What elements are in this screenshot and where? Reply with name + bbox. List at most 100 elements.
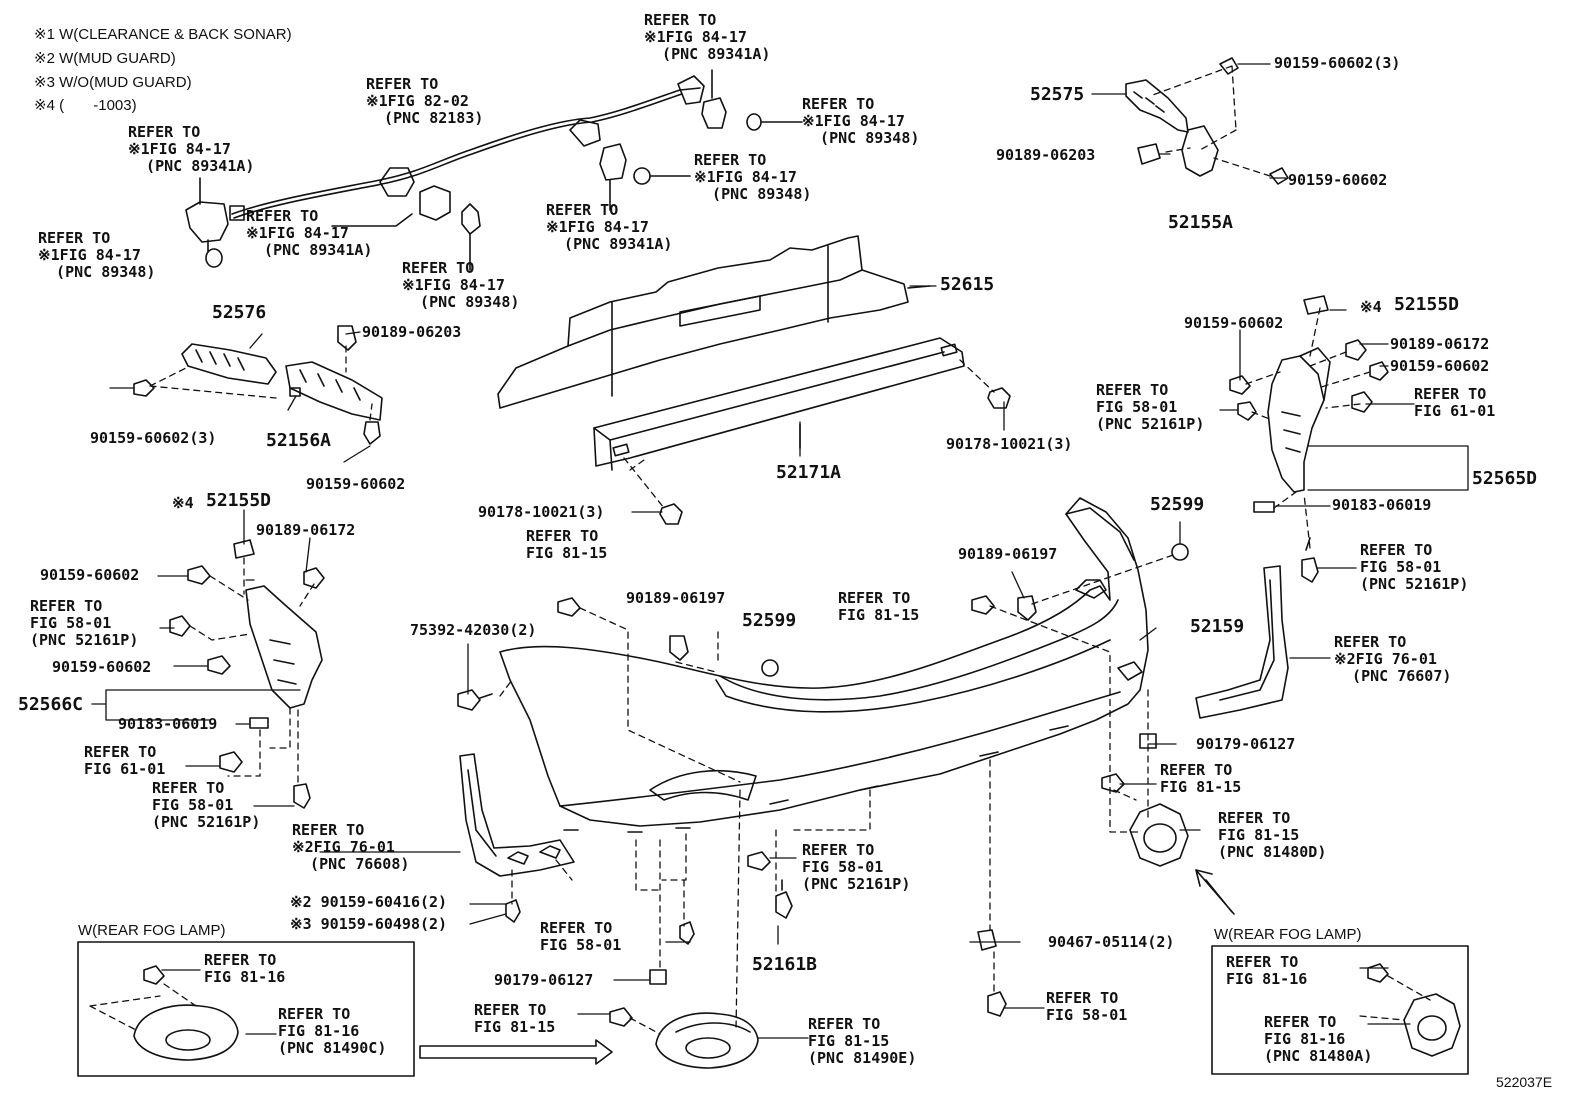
fastener-90179-06127-r[interactable]: 90179-06127 [1196, 735, 1296, 753]
fastener-90189-06172-r[interactable]: 90189-06172 [1390, 335, 1490, 353]
fastener-90189-06197-c[interactable]: 90189-06197 [626, 589, 726, 607]
bracket-52565D [1267, 347, 1331, 493]
fastener-90467-05114[interactable]: 90467-05114(2) [1048, 933, 1175, 951]
leader-lines [91, 63, 1469, 1039]
ref-81-16-r1[interactable]: REFER TO FIG 81-16 [1226, 953, 1308, 988]
fastener-90183-06019-r[interactable]: 90183-06019 [1332, 496, 1432, 514]
ref-81-15-c3[interactable]: REFER TO FIG 81-15 [474, 1001, 556, 1036]
ref-52161P-l1[interactable]: REFER TO FIG 58-01 (PNC 52161P) [30, 597, 139, 649]
part-52155A[interactable]: 52155A [1168, 212, 1234, 233]
fastener-90178-10021-3-r[interactable]: 90178-10021(3) [946, 435, 1073, 453]
ref-81-15-r1[interactable]: REFER TO FIG 81-15 [1160, 761, 1242, 796]
part-52155D-r[interactable]: 52155D [1394, 294, 1460, 315]
fastener-90159-60602-l3[interactable]: 90159-60602 [52, 658, 152, 676]
inset-right-title: W(REAR FOG LAMP) [1214, 926, 1362, 943]
ref-58-01-c[interactable]: REFER TO FIG 58-01 [540, 919, 622, 954]
ref-76607[interactable]: REFER TO ※2FIG 76-01 (PNC 76607) [1334, 633, 1452, 685]
part-52156A[interactable]: 52156A [266, 430, 332, 451]
part-52161B[interactable]: 52161B [752, 954, 818, 975]
ref-81-15-c2[interactable]: REFER TO FIG 81-15 [838, 589, 920, 624]
fastener-90159-60602-l[interactable]: 90159-60602 [306, 475, 406, 493]
ref-61-01-r[interactable]: REFER TO FIG 61-01 [1414, 385, 1496, 420]
fastener-90189-06203-l[interactable]: 90189-06203 [362, 323, 462, 341]
fastener-90183-06019-l[interactable]: 90183-06019 [118, 715, 218, 733]
sonar-sensor-2 [461, 203, 481, 271]
ref-89341A-c[interactable]: REFER TO ※1FIG 84-17 (PNC 89341A) [546, 201, 673, 253]
ref-82183[interactable]: REFER TO ※1FIG 82-02 (PNC 82183) [366, 75, 484, 127]
ref-81-16-l1[interactable]: REFER TO FIG 81-16 [204, 951, 286, 986]
dash-lines-l-bracket [189, 557, 315, 783]
fastener-90159-60602-r1[interactable]: 90159-60602 [1184, 314, 1284, 332]
ref-89348-top[interactable]: REFER TO ※1FIG 84-17 (PNC 89348) [802, 95, 920, 147]
part-52615[interactable]: 52615 [940, 274, 995, 295]
fastener-90189-06172-l[interactable]: 90189-06172 [256, 521, 356, 539]
bolt-90159-60602-l1 [133, 379, 155, 397]
bolt-81-15-r2 [1101, 773, 1125, 793]
part-52155D-l[interactable]: 52155D [206, 490, 272, 511]
part-52576[interactable]: 52576 [212, 302, 267, 323]
clip-52155D-r [1303, 295, 1329, 315]
note-3: ※3 W/O(MUD GUARD) [34, 74, 192, 91]
bracket-52575 [1125, 79, 1189, 133]
ref-52161P-r2[interactable]: REFER TO FIG 58-01 (PNC 52161P) [1360, 541, 1469, 593]
ref-52161P-c[interactable]: REFER TO FIG 58-01 (PNC 52161P) [802, 841, 911, 893]
ref-89341A-m[interactable]: REFER TO ※1FIG 84-17 (PNC 89341A) [246, 207, 373, 259]
clip-90189-06197-c [669, 635, 689, 661]
ref-81490C[interactable]: REFER TO FIG 81-16 (PNC 81490C) [278, 1005, 387, 1057]
ref-89348-l[interactable]: REFER TO ※1FIG 84-17 (PNC 89348) [38, 229, 156, 281]
fastener-90159-60498[interactable]: ※3 90159-60498(2) [290, 915, 448, 933]
part-52171A[interactable]: 52171A [776, 462, 842, 483]
fastener-90159-60602-tr[interactable]: 90159-60602 [1288, 171, 1388, 189]
fastener-90159-60602-l2[interactable]: 90159-60602 [40, 566, 140, 584]
ref-61-01-l[interactable]: REFER TO FIG 61-01 [84, 743, 166, 778]
sonar-sensor-4 [746, 113, 803, 131]
clip-90189-06203-tr [1137, 143, 1161, 165]
ref-81480A[interactable]: REFER TO FIG 81-16 (PNC 81480A) [1264, 1013, 1373, 1065]
dash-lines-reinforcement [623, 359, 995, 509]
ref-76608[interactable]: REFER TO ※2FIG 76-01 (PNC 76608) [292, 821, 410, 873]
mud-guard-76608 [459, 753, 575, 877]
ref-81-15-c1[interactable]: REFER TO FIG 81-15 [526, 527, 608, 562]
mark-4-l: ※4 [172, 494, 194, 512]
part-52599-r[interactable]: 52599 [1150, 494, 1205, 515]
bolt-90159-60602-l-lower [363, 421, 381, 445]
bracket-52156A [285, 361, 383, 421]
inset-left-rear-fog-lamp [77, 941, 415, 1077]
ref-81480D[interactable]: REFER TO FIG 81-15 (PNC 81480D) [1218, 809, 1327, 861]
ref-52161P-r1[interactable]: REFER TO FIG 58-01 (PNC 52161P) [1096, 381, 1205, 433]
fastener-90189-06197-r[interactable]: 90189-06197 [958, 545, 1058, 563]
ref-89348-c[interactable]: REFER TO ※1FIG 84-17 (PNC 89348) [694, 151, 812, 203]
mud-guard-76607 [1195, 565, 1289, 719]
part-52566C[interactable]: 52566C [18, 694, 84, 715]
fastener-90178-10021-3-c[interactable]: 90178-10021(3) [478, 503, 605, 521]
fastener-90159-60602-r2[interactable]: 90159-60602 [1390, 357, 1490, 375]
fastener-90159-60602-3-tr[interactable]: 90159-60602(3) [1274, 54, 1401, 72]
ref-89348-m[interactable]: REFER TO ※1FIG 84-17 (PNC 89348) [402, 259, 520, 311]
part-52565D[interactable]: 52565D [1472, 468, 1538, 489]
part-52159[interactable]: 52159 [1190, 616, 1245, 637]
bracket-52566C [245, 585, 323, 709]
ref-89341A-top[interactable]: REFER TO ※1FIG 84-17 (PNC 89341A) [644, 11, 771, 63]
inset-right-rear-fog-lamp [1211, 945, 1469, 1075]
ref-58-01-b[interactable]: REFER TO FIG 58-01 [1046, 989, 1128, 1024]
bolt-90159-60602-r2 [1369, 361, 1389, 381]
bolt-90159-60602-l3 [207, 655, 231, 675]
clip-52161P-c [747, 851, 771, 871]
fastener-90159-60602-3-l[interactable]: 90159-60602(3) [90, 429, 217, 447]
part-52599-c[interactable]: 52599 [742, 610, 797, 631]
part-52575[interactable]: 52575 [1030, 84, 1085, 105]
ref-89341A-l[interactable]: REFER TO ※1FIG 84-17 (PNC 89341A) [128, 123, 255, 175]
clip-61-01-r [1351, 391, 1373, 413]
clip-52161P-l [293, 783, 311, 809]
fastener-90189-06203-tr[interactable]: 90189-06203 [996, 146, 1096, 164]
sonar-connector-1 [185, 177, 229, 243]
fastener-90179-06127-c[interactable]: 90179-06127 [494, 971, 594, 989]
ref-81490E[interactable]: REFER TO FIG 81-15 (PNC 81490E) [808, 1015, 917, 1067]
bolt-90159-60602-l2 [187, 565, 211, 585]
bolt-90159-60602-tr1 [1219, 57, 1239, 75]
ref-52161P-l2[interactable]: REFER TO FIG 58-01 (PNC 52161P) [152, 779, 261, 831]
fastener-90159-60416[interactable]: ※2 90159-60416(2) [290, 893, 448, 911]
nut-90183-06019-r [1253, 501, 1275, 513]
fastener-75392-42030[interactable]: 75392-42030(2) [410, 621, 537, 639]
dash-lines-mud [511, 789, 1137, 997]
